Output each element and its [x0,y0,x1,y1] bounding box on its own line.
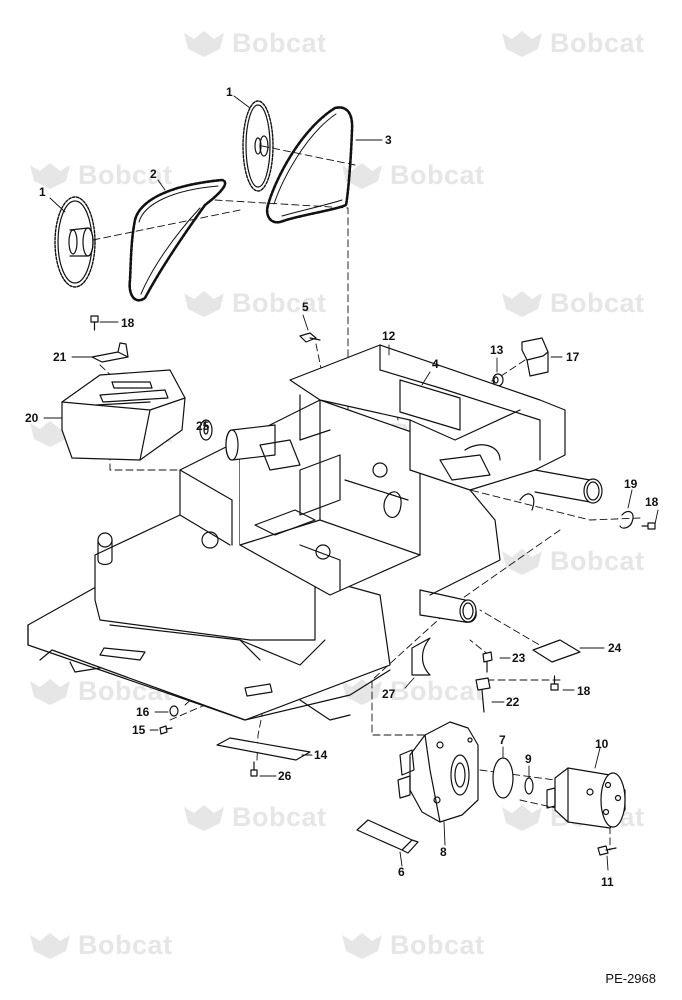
watermark: Bobcat [28,930,173,961]
callout-24: 24 [608,641,622,655]
watermark-text: Bobcat [550,546,645,576]
watermark-text: Bobcat [78,930,173,960]
bobcat-head-icon [502,30,542,57]
watermark: Bobcat [500,546,645,577]
callout-11: 11 [601,875,614,889]
bobcat-head-icon [184,290,224,317]
watermark: Bobcat [340,160,485,191]
bolt [482,651,493,673]
bracket-plate [91,342,129,363]
drive-chain-right [265,106,354,224]
callout-9: 9 [525,752,532,766]
bolt-large [299,332,321,343]
watermark-text: Bobcat [550,28,645,58]
counterweight-block [61,369,186,461]
watermark: Bobcat [340,930,485,961]
nut [169,705,179,717]
bobcat-head-icon [502,548,542,575]
screw [250,761,258,777]
bobcat-head-icon [30,678,70,705]
watermark-text: Bobcat [390,160,485,190]
bobcat-head-icon [502,290,542,317]
callout-18: 18 [121,316,135,330]
callout-22: 22 [506,695,520,709]
bobcat-head-icon [30,420,70,447]
o-ring [492,757,514,799]
mounting-strip [216,737,311,761]
bobcat-head-icon [502,804,542,831]
sealant-tube [356,819,419,854]
callout-5: 5 [302,300,309,314]
callout-26: 26 [278,769,292,783]
callout-14: 14 [314,748,328,762]
callout-18: 18 [577,684,591,698]
retaining-clip [521,337,549,377]
spring-clip [619,510,634,529]
callout-25: 25 [196,419,210,433]
watermark: Bobcat [28,160,173,191]
cover-plate [532,639,581,663]
main-frame [27,344,603,721]
callout-16: 16 [136,705,150,719]
drive-chain-left [128,178,227,302]
bobcat-head-icon [30,162,70,189]
bolt [550,675,559,691]
bracket-curved [411,637,431,676]
bolt [90,315,99,331]
callout-21: 21 [53,350,67,364]
callout-3: 3 [385,133,392,147]
watermark: Bobcat [182,28,327,59]
watermark-text: Bobcat [390,930,485,960]
bobcat-head-icon [342,932,382,959]
bobcat-head-icon [30,932,70,959]
callout-6: 6 [398,865,405,879]
callout-19: 19 [624,477,638,491]
watermark-text: Bobcat [232,288,327,318]
watermark: Bobcat [500,288,645,319]
callout-7: 7 [499,733,506,747]
sprocket-left [54,196,96,288]
callout-17: 17 [566,350,580,364]
callout-23: 23 [512,651,526,665]
bolt [475,677,491,713]
figure-reference: PE-2968 [605,971,656,986]
callout-8: 8 [440,845,447,859]
callout-1: 1 [39,185,46,199]
callout-2: 2 [150,167,157,181]
watermark-text: Bobcat [390,676,485,706]
callout-27: 27 [382,687,396,701]
callout-4: 4 [432,357,439,371]
watermark: Bobcat [500,28,645,59]
callout-12: 12 [382,329,396,343]
callout-15: 15 [132,723,146,737]
callout-20: 20 [25,411,39,425]
callout-18: 18 [645,495,659,509]
watermark: Bobcat [182,802,327,833]
watermark-text: Bobcat [232,802,327,832]
callout-13: 13 [490,343,504,357]
bobcat-head-icon [184,30,224,57]
watermark-text: Bobcat [550,288,645,318]
bobcat-head-icon [342,162,382,189]
chaincase-housing [397,721,479,823]
watermark: Bobcat [182,288,327,319]
screw [159,725,173,735]
sprocket-upper [242,100,274,192]
bolt [597,845,617,856]
bolt [641,522,656,530]
watermark-text: Bobcat [232,28,327,58]
o-ring-small [524,777,534,795]
leader-lines [43,95,659,871]
hydraulic-motor [546,767,626,829]
callout-1: 1 [226,85,233,99]
watermark-text: Bobcat [78,160,173,190]
bobcat-head-icon [184,804,224,831]
callout-10: 10 [595,737,609,751]
